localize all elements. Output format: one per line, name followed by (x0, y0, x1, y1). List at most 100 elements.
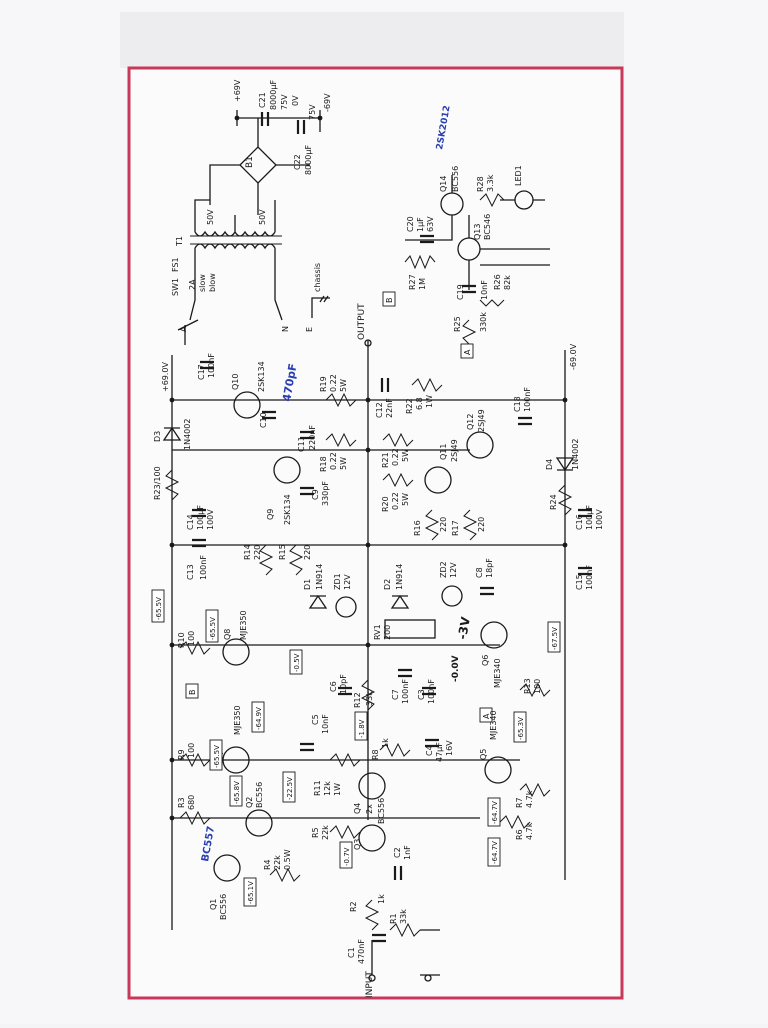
q9-label: Q9 (266, 509, 275, 520)
r2-value: 1k (377, 894, 386, 904)
c15-value: 100nF (585, 565, 594, 590)
handwritten-red-00v: -0.0V (451, 655, 461, 682)
q10-symbol (233, 391, 261, 419)
c4-voltage: 16V (445, 740, 454, 756)
q7-type: MJE350 (233, 705, 242, 735)
r21-label: R21 (381, 452, 390, 468)
r19-symbol (325, 392, 357, 408)
zd1-label: ZD1 (333, 573, 342, 590)
c11-label: C11 (297, 436, 306, 452)
q3-label: Q3 (353, 839, 362, 850)
c20-symbol (420, 234, 434, 244)
q2-label: Q2 (245, 797, 254, 808)
c20-label: C20 (406, 216, 415, 232)
neg-rail-label: -69.0V (569, 343, 578, 370)
d4-label: D4 (545, 459, 554, 470)
c19-value: 10nF (480, 280, 489, 300)
r5-symbol (329, 824, 361, 840)
zd1-symbol (335, 596, 357, 618)
r14-symbol (258, 544, 274, 576)
q14-label: Q14 (439, 176, 448, 192)
c4-symbol (425, 738, 439, 748)
sec1-label: 50V (206, 209, 215, 225)
c19-symbol (462, 284, 476, 294)
d1-symbol (308, 594, 328, 609)
r27-label: R27 (408, 274, 417, 290)
input-terminal (368, 974, 376, 982)
v-neg05-box (289, 649, 303, 675)
c17-symbol (200, 360, 214, 370)
v655-label: -65.5V (213, 745, 221, 768)
r18-label: R18 (319, 456, 328, 472)
c6-label: C6 (329, 681, 338, 692)
r13-symbol (519, 682, 551, 698)
mains-wires (177, 248, 283, 345)
diagram-frame (127, 66, 624, 1000)
v647a-box (487, 797, 501, 827)
c18-label: C18 (513, 396, 522, 412)
mains-n-label: N (281, 326, 290, 332)
q11-type: 2SJ49 (450, 439, 459, 462)
output-terminal (364, 339, 372, 347)
secondary-wires (194, 199, 276, 232)
r2-label: R2 (349, 901, 358, 912)
c1-symbol (372, 933, 386, 943)
c12-label: C12 (375, 402, 384, 418)
c17-value: 100nF (207, 353, 216, 378)
r4-symbol (269, 867, 301, 883)
r21-power: 5W (401, 449, 410, 462)
r25-label: R25 (453, 316, 462, 332)
c22-voltage: 75V (308, 104, 317, 120)
q1-label: Q1 (209, 899, 218, 910)
c18-symbol (518, 416, 532, 426)
r5-value: 22k (321, 825, 330, 840)
c13-label: C13 (186, 564, 195, 580)
r12-value: 33k (365, 691, 374, 706)
power-supply: B1 C21 8000μF 75V C22 8000μF 75V +69V 0V… (171, 79, 332, 345)
v651-box (243, 877, 257, 907)
c2-symbol (393, 866, 403, 880)
q12-type: 2SJ49 (477, 409, 486, 432)
r5-label: R5 (311, 827, 320, 838)
v653-label: -65.3V (517, 717, 525, 740)
c22-value: 8000μF (304, 145, 313, 175)
r3-symbol (179, 810, 211, 826)
q8-label: Q8 (223, 629, 232, 640)
q12-symbol (466, 431, 494, 459)
r7-label: R7 (515, 797, 524, 808)
r12-label: R12 (353, 692, 362, 708)
c22-symbol (296, 120, 306, 134)
d3-symbol (162, 426, 182, 441)
q4-label: Q4 (353, 803, 362, 814)
d2-symbol (390, 594, 410, 609)
c5-label: C5 (311, 714, 320, 725)
c7-value: 100nF (401, 679, 410, 704)
c1-value: 470nF (357, 939, 366, 964)
r25-symbol (462, 319, 477, 345)
driver-stage: D1 1N914 ZD1 12V D2 1N914 ZD2 12V C8 18p… (289, 558, 561, 711)
r25-value: 330k (479, 312, 488, 332)
c21-label: C21 (258, 92, 267, 108)
c14-symbol (192, 508, 206, 518)
r19-label: R19 (319, 376, 328, 392)
t1-label: T1 (175, 236, 184, 247)
c16-value: 100μF (585, 505, 594, 530)
c15-label: C15 (575, 574, 584, 590)
r19-value: 0.22 (329, 374, 338, 392)
node-b-label: B (385, 298, 394, 304)
r22-label: R22 (405, 398, 414, 414)
v65-box (151, 589, 165, 623)
c21-symbol (260, 112, 270, 126)
q1-type: BC556 (219, 894, 228, 920)
mains-e-label: E (305, 327, 314, 332)
r17-label: R17 (451, 520, 460, 536)
c5-symbol (300, 742, 314, 752)
input-ground-terminal (424, 974, 432, 982)
r16-label: R16 (413, 520, 422, 536)
pos-rail-label: +69.0V (161, 361, 170, 392)
r9-label: R9 (177, 749, 186, 760)
q6-type: MJE340 (493, 658, 502, 688)
v07-box (339, 841, 353, 869)
v65-label: -65.5V (155, 597, 163, 620)
top-shadow (120, 12, 624, 68)
